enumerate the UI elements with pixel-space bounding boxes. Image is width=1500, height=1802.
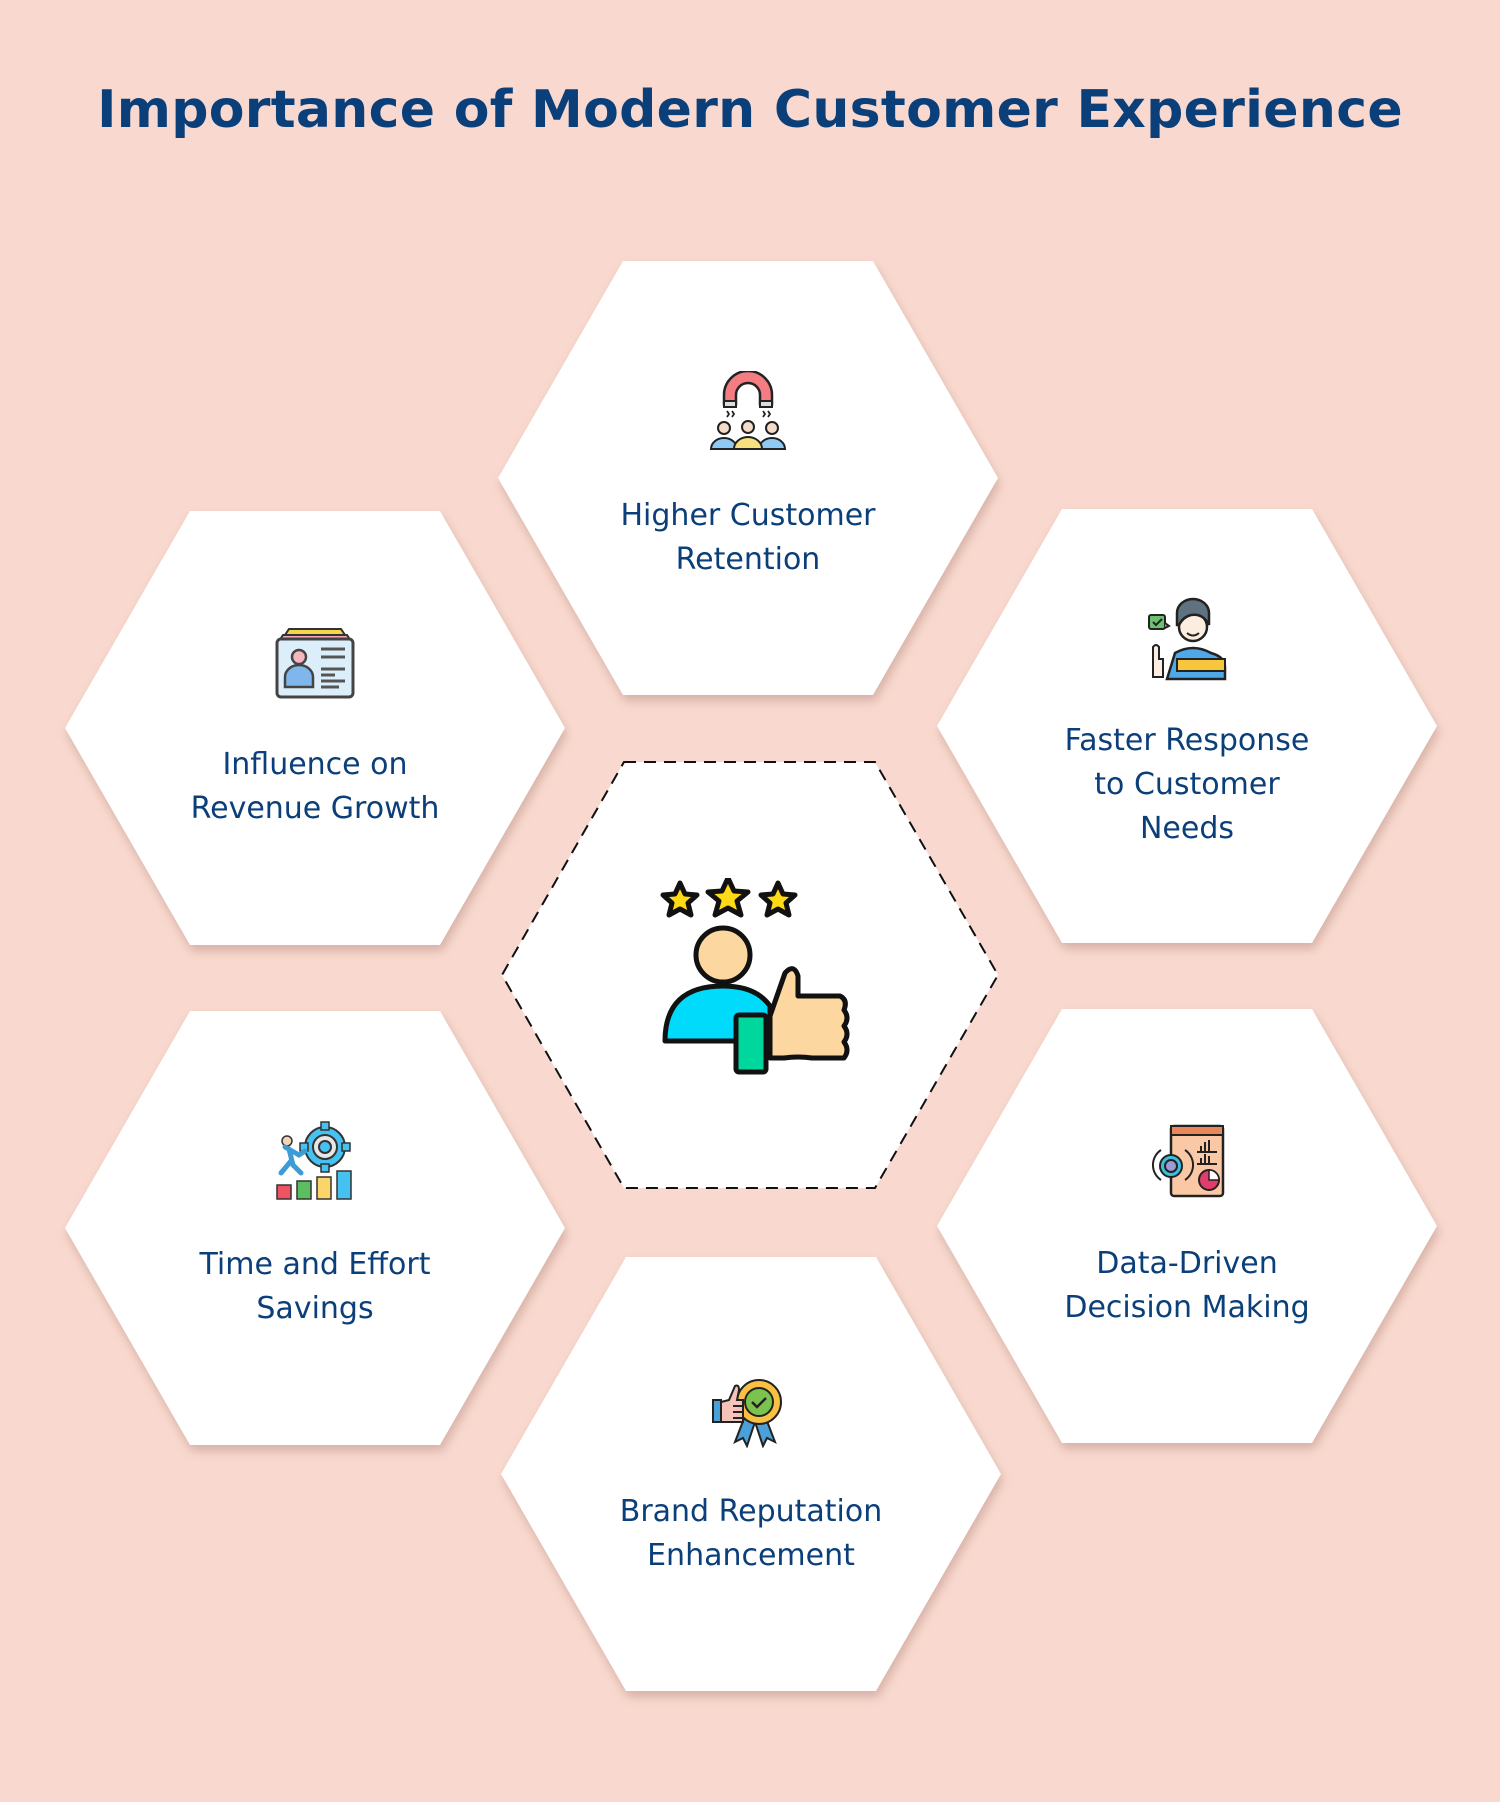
hexagon-brand-reputation-enhancement: Brand Reputation Enhancement (501, 1257, 1001, 1691)
hexagon-shape (501, 1257, 1001, 1691)
hexagon-data-driven-decision-making: Data-Driven Decision Making (937, 1009, 1437, 1443)
support-agent-thumbs-up-icon (1148, 597, 1227, 681)
hexagon-label: Faster Response to Customer Needs (1064, 723, 1310, 846)
award-badge-thumbs-up-icon (712, 1379, 782, 1448)
hexagon-label: Data-Driven Decision Making (1064, 1246, 1310, 1325)
hexagon-higher-customer-retention: Higher Customer Retention (498, 261, 998, 695)
hexagon-shape (937, 1009, 1437, 1443)
page-title: Importance of Modern Customer Experience (97, 80, 1403, 140)
hexagon-label: Time and Effort Savings (199, 1247, 431, 1326)
hexagon-label: Higher Customer Retention (620, 498, 876, 577)
magnet-customers-icon (709, 371, 787, 450)
hexagon-influence-on-revenue-growth: Influence on Revenue Growth (65, 511, 565, 945)
person-pushing-gear-icon (276, 1121, 352, 1200)
customer-rating-thumbs-up-icon (660, 878, 850, 1075)
hexagon-shape (65, 1011, 565, 1445)
gear-report-chart-icon (1152, 1124, 1225, 1198)
hexagon-time-and-effort-savings: Time and Effort Savings (65, 1011, 565, 1445)
hexagon-label: Brand Reputation Enhancement (619, 1494, 883, 1573)
dashed-hexagon-outline (500, 761, 1000, 1189)
hexagon-label: Influence on Revenue Growth (190, 747, 440, 826)
center-hexagon (500, 760, 1000, 1190)
hexagon-faster-response-to-customer-needs: Faster Response to Customer Needs (937, 509, 1437, 943)
profile-card-icon (275, 628, 355, 699)
